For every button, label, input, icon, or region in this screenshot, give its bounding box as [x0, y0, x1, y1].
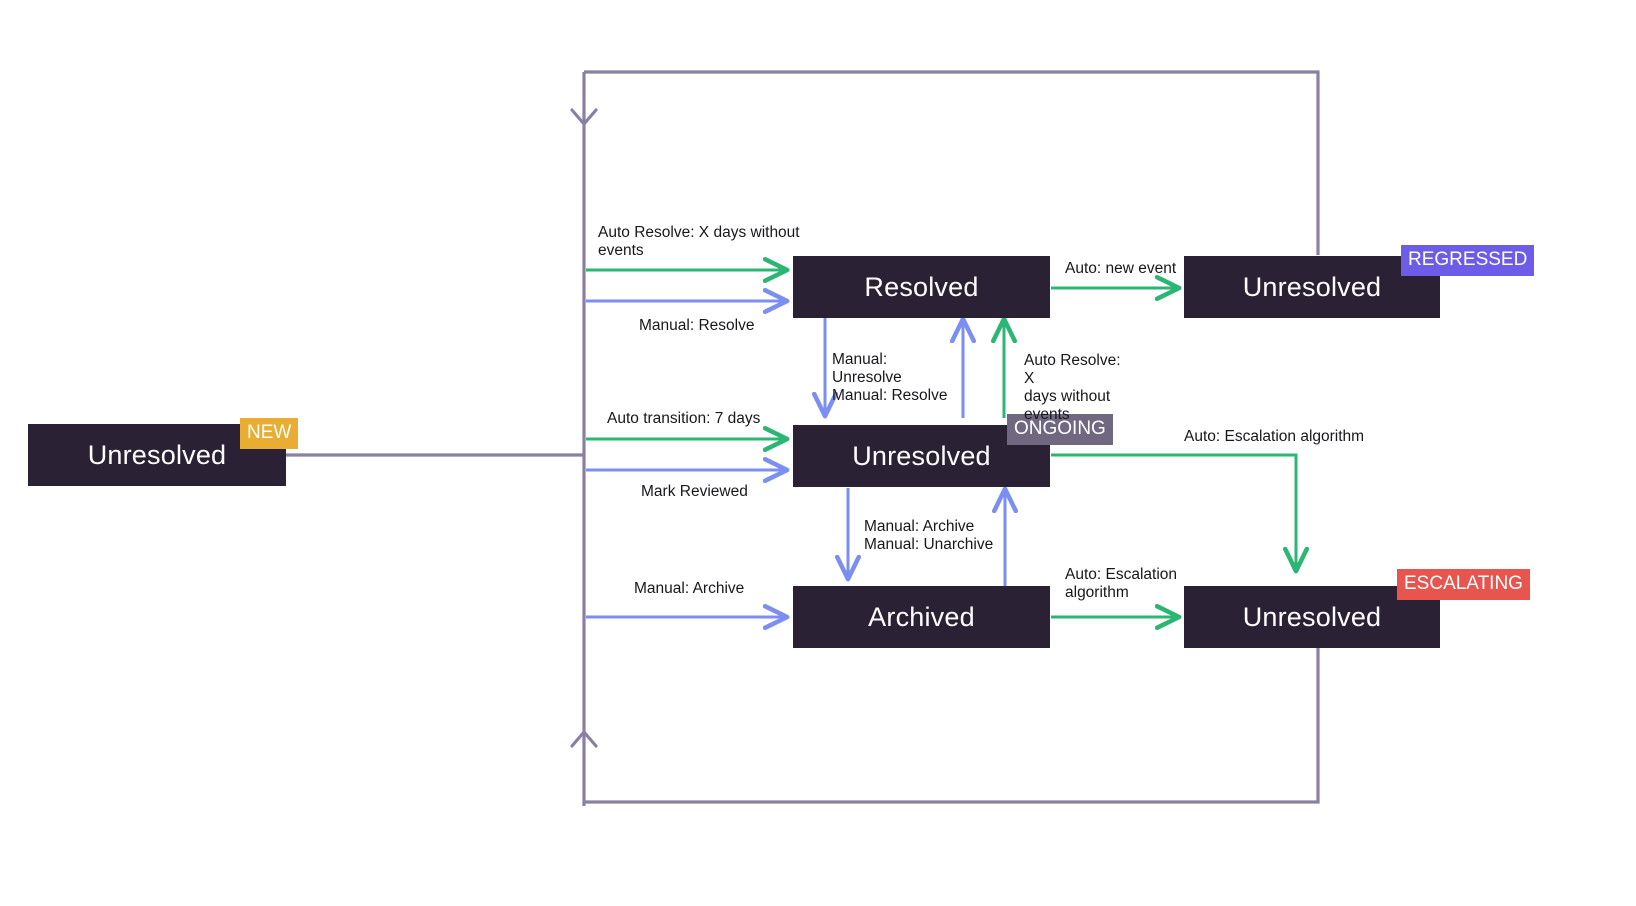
edge-auto-escalation-top [1051, 453, 1296, 570]
edge-label-auto-resolve-up: Auto Resolve: X days without events [1024, 352, 1121, 423]
badge-ongoing: ONGOING [1007, 414, 1113, 445]
edge-label-manual-archive-unarchive: Manual: Archive Manual: Unarchive [864, 518, 994, 553]
edge-label-mark-reviewed: Mark Reviewed [641, 483, 748, 500]
edge-label-auto-resolve-top: Auto Resolve: X days without events [598, 224, 800, 259]
node-label: Unresolved [1242, 601, 1382, 632]
node-archived[interactable]: Archived [793, 586, 1050, 648]
badge-label: REGRESSED [1408, 249, 1528, 270]
node-label: Resolved [864, 271, 979, 302]
badge-label: ESCALATING [1404, 573, 1523, 594]
edge-loop-bottom-rail [584, 640, 1320, 804]
edge-loop-trunk [570, 72, 598, 806]
badge-label: ONGOING [1014, 418, 1106, 439]
badge-escalating: ESCALATING [1397, 569, 1530, 600]
edge-label-auto-new-event: Auto: new event [1065, 260, 1177, 277]
node-label: Unresolved [852, 440, 991, 471]
edge-label-auto-escalation-top: Auto: Escalation algorithm [1184, 428, 1365, 445]
node-unresolved-regressed[interactable]: Unresolved [1184, 256, 1440, 318]
edge-label-manual-resolve-top: Manual: Resolve [639, 317, 755, 334]
node-resolved[interactable]: Resolved [793, 256, 1050, 318]
node-label: Archived [868, 601, 975, 632]
edge-label-manual-archive-left: Manual: Archive [634, 580, 745, 597]
badge-label: NEW [247, 422, 292, 443]
edge-label-auto-transition: Auto transition: 7 days [607, 410, 761, 427]
edge-label-auto-escalation-bottom: Auto: Escalation algorithm [1065, 566, 1178, 601]
node-label: Unresolved [87, 439, 227, 470]
edge-label-manual-unresolve-resolve: Manual: Unresolve Manual: Resolve [832, 351, 948, 404]
node-label: Unresolved [1242, 271, 1382, 302]
badge-regressed: REGRESSED [1401, 245, 1535, 276]
badge-new: NEW [240, 418, 299, 449]
